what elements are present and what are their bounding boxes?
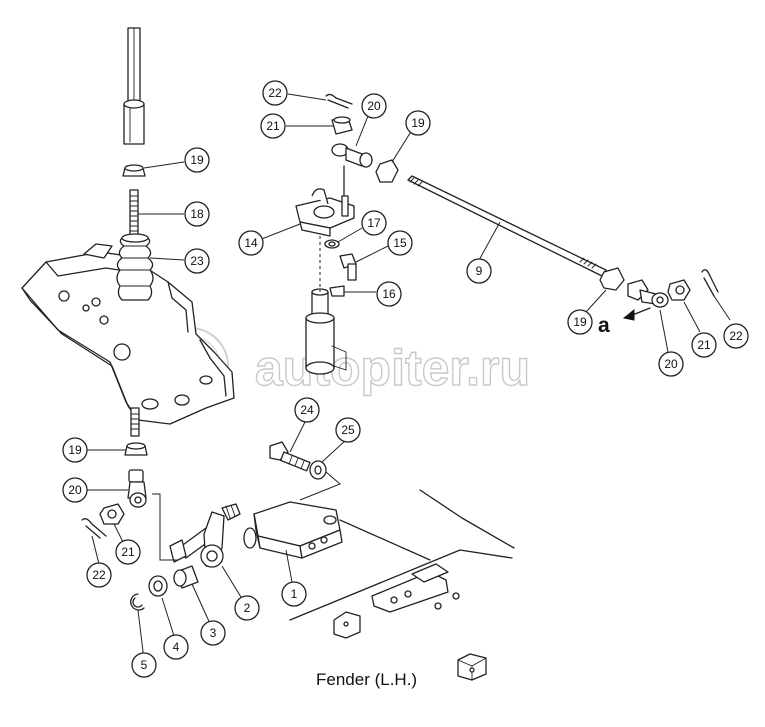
svg-text:22: 22: [268, 86, 282, 100]
diagram-caption: Fender (L.H.): [316, 670, 417, 689]
bolt-24: [269, 441, 311, 472]
snap-ring-5: [130, 593, 145, 611]
svg-text:19: 19: [411, 116, 425, 130]
svg-text:19: 19: [573, 315, 587, 329]
svg-text:14: 14: [244, 236, 258, 250]
washer-16: [324, 239, 340, 249]
svg-text:4: 4: [173, 640, 180, 654]
bolt-15: [339, 253, 357, 281]
callout-1: 1: [281, 581, 307, 607]
fender-outline: [289, 489, 515, 639]
callout-18: 18: [184, 201, 210, 227]
svg-text:5: 5: [141, 658, 148, 672]
callout-20-top: 20: [361, 93, 387, 119]
nut-19-right: [599, 267, 625, 291]
svg-text:21: 21: [121, 545, 135, 559]
callout-22-lower: 22: [86, 562, 112, 588]
shift-lever-2: [169, 503, 241, 568]
rod-end-20-top: [331, 143, 373, 168]
bushing-3: [173, 565, 199, 589]
svg-text:25: 25: [341, 423, 355, 437]
nut-19-lower: [124, 442, 148, 456]
lower-threaded-stub: [130, 407, 140, 437]
callout-20-right: 20: [658, 351, 684, 377]
svg-text:2: 2: [244, 601, 251, 615]
nut-21-lower: [99, 503, 125, 525]
washer-25: [309, 460, 327, 480]
cotter-pin-22-top: [325, 93, 353, 109]
svg-text:20: 20: [367, 99, 381, 113]
nut-19-upper: [122, 164, 146, 177]
nut-21-right: [667, 279, 691, 301]
svg-text:21: 21: [697, 338, 711, 352]
svg-text:21: 21: [266, 119, 280, 133]
callout-19-top-right: 19: [405, 110, 431, 136]
svg-text:9: 9: [476, 264, 483, 278]
callout-21-top: 21: [260, 113, 286, 139]
threaded-stud-18: [129, 189, 139, 237]
rubber-boot-23: [116, 233, 154, 301]
view-arrow-label: a: [598, 314, 610, 337]
callout-19-upper: 19: [184, 147, 210, 173]
callout-25: 25: [335, 417, 361, 443]
svg-text:24: 24: [300, 403, 314, 417]
svg-text:20: 20: [68, 483, 82, 497]
svg-text:23: 23: [190, 254, 204, 268]
view-arrow-a: a: [598, 307, 651, 337]
callout-4: 4: [163, 634, 189, 660]
washer-4: [148, 575, 168, 597]
callout-24: 24: [294, 397, 320, 423]
lever-14: [295, 165, 355, 237]
svg-text:22: 22: [729, 329, 743, 343]
callout-9: 9: [466, 258, 492, 284]
callout-20-lower: 20: [62, 477, 88, 503]
shift-shaft: [305, 288, 347, 375]
callout-21-right: 21: [691, 332, 717, 358]
cotter-pin-22-right: [701, 269, 719, 297]
svg-text:19: 19: [190, 153, 204, 167]
svg-text:3: 3: [210, 626, 217, 640]
mounting-bracket: [21, 243, 235, 425]
rod-end-20-right: [627, 279, 669, 308]
callout-2: 2: [234, 595, 260, 621]
linkage-rod-9: [407, 175, 607, 277]
nut-21-top: [331, 116, 353, 135]
svg-text:18: 18: [190, 207, 204, 221]
key-17: [329, 285, 345, 297]
svg-text:1: 1: [291, 587, 298, 601]
svg-text:17: 17: [367, 216, 381, 230]
svg-text:19: 19: [68, 443, 82, 457]
cotter-pin-22-lower: [81, 518, 107, 539]
callout-22-right: 22: [723, 323, 749, 349]
callout-5: 5: [131, 652, 157, 678]
callout-21-lower: 21: [115, 539, 141, 565]
callout-14: 14: [238, 230, 264, 256]
callout-16: 17: [361, 210, 387, 236]
svg-text:20: 20: [664, 357, 678, 371]
svg-text:15: 15: [393, 236, 407, 250]
callout-15: 15: [387, 230, 413, 256]
callout-22-top: 22: [262, 80, 288, 106]
fender-bracket-icon: [457, 653, 487, 681]
callout-17: 16: [376, 281, 402, 307]
rod-end-20-lower: [127, 469, 147, 508]
callout-19-right: 19: [567, 309, 593, 335]
callout-19-lower: 19: [62, 437, 88, 463]
svg-text:22: 22: [92, 568, 106, 582]
bracket-block-1: [243, 501, 343, 559]
nut-19-top-right: [375, 159, 399, 183]
svg-text:16: 16: [382, 287, 396, 301]
callout-23: 23: [184, 248, 210, 274]
gear-lever-rod: [123, 27, 145, 145]
callout-3: 3: [200, 620, 226, 646]
watermark-text: autopiter.ru: [255, 340, 530, 396]
